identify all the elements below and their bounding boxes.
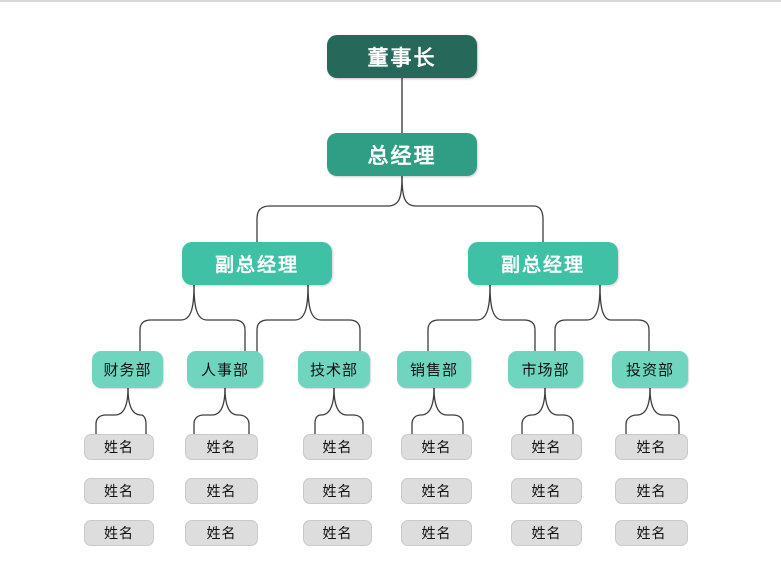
node-member-name[interactable]: 姓名 xyxy=(185,478,258,504)
node-member-name[interactable]: 姓名 xyxy=(303,434,372,460)
node-member-name[interactable]: 姓名 xyxy=(303,478,372,504)
node-member-name[interactable]: 姓名 xyxy=(511,478,582,504)
node-member-name[interactable]: 姓名 xyxy=(401,520,472,546)
node-deputy-manager-left[interactable]: 副总经理 xyxy=(182,242,332,285)
node-dept-technology[interactable]: 技术部 xyxy=(298,351,370,388)
node-dept-investment[interactable]: 投资部 xyxy=(612,351,688,388)
node-member-name[interactable]: 姓名 xyxy=(84,478,154,504)
node-member-name[interactable]: 姓名 xyxy=(401,478,472,504)
node-dept-sales[interactable]: 销售部 xyxy=(397,351,471,388)
node-member-name[interactable]: 姓名 xyxy=(511,520,582,546)
node-general-manager[interactable]: 总经理 xyxy=(327,133,477,176)
node-chairman[interactable]: 董事长 xyxy=(327,35,477,78)
node-member-name[interactable]: 姓名 xyxy=(84,434,154,460)
node-dept-marketing[interactable]: 市场部 xyxy=(508,351,583,388)
node-deputy-manager-right[interactable]: 副总经理 xyxy=(468,242,618,285)
node-member-name[interactable]: 姓名 xyxy=(615,434,688,460)
node-member-name[interactable]: 姓名 xyxy=(615,520,688,546)
node-member-name[interactable]: 姓名 xyxy=(303,520,372,546)
node-member-name[interactable]: 姓名 xyxy=(185,434,258,460)
node-member-name[interactable]: 姓名 xyxy=(615,478,688,504)
node-dept-finance[interactable]: 财务部 xyxy=(92,351,163,388)
node-dept-hr[interactable]: 人事部 xyxy=(187,351,263,388)
node-member-name[interactable]: 姓名 xyxy=(401,434,472,460)
node-member-name[interactable]: 姓名 xyxy=(511,434,582,460)
node-member-name[interactable]: 姓名 xyxy=(84,520,154,546)
node-member-name[interactable]: 姓名 xyxy=(185,520,258,546)
